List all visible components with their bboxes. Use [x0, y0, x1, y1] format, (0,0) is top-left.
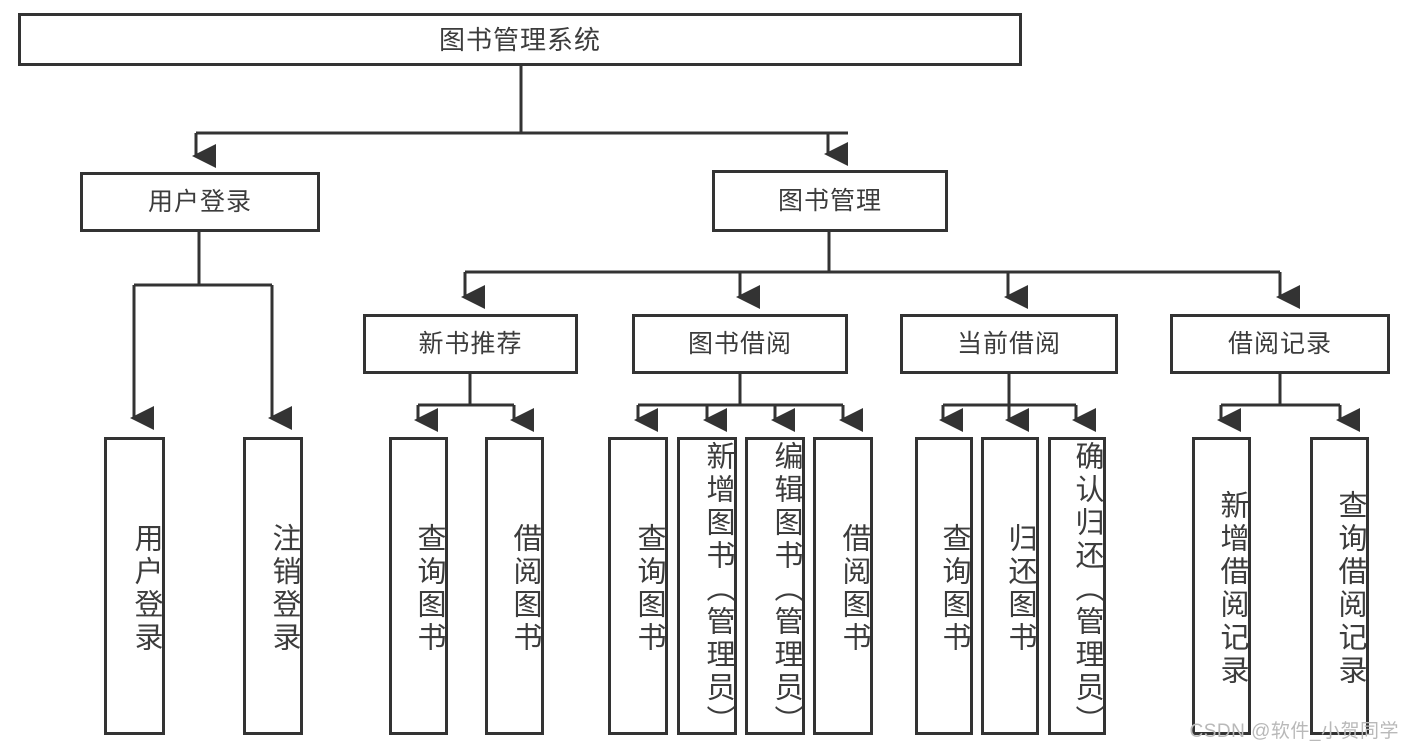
node-label: 当前借阅 — [956, 329, 1061, 358]
leaf-new-book-borrow-book[interactable]: 借阅图书 — [485, 437, 544, 735]
node-label: 新增图书（管理员） — [702, 440, 734, 738]
leaf-borrow-record-query-record[interactable]: 查询借阅记录 — [1310, 437, 1369, 735]
node-label: 查询借阅记录 — [1334, 490, 1366, 688]
leaf-current-borrow-confirm-return-admin[interactable]: 确认归还（管理员） — [1048, 437, 1106, 738]
leaf-book-borrow-query-book[interactable]: 查询图书 — [608, 437, 668, 735]
node-label: 图书借阅 — [687, 329, 792, 358]
node-label: 新增借阅记录 — [1216, 490, 1248, 688]
node-user-login[interactable]: 用户登录 — [80, 172, 320, 232]
node-label: 确认归还（管理员） — [1071, 440, 1103, 738]
node-label: 查询图书 — [938, 523, 970, 655]
leaf-book-borrow-edit-book-admin[interactable]: 编辑图书（管理员） — [745, 437, 805, 738]
node-new-book-recommend[interactable]: 新书推荐 — [363, 314, 578, 374]
node-label: 图书管理 — [777, 186, 882, 215]
leaf-borrow-record-add-record[interactable]: 新增借阅记录 — [1192, 437, 1251, 735]
node-label: 注销登录 — [268, 523, 300, 655]
leaf-user-login-logout[interactable]: 注销登录 — [243, 437, 303, 735]
node-book-borrow[interactable]: 图书借阅 — [632, 314, 848, 374]
node-label: 查询图书 — [413, 523, 445, 655]
node-label: 借阅图书 — [509, 523, 541, 655]
watermark: CSDN @软件_小贺同学 — [1189, 721, 1399, 742]
node-book-management[interactable]: 图书管理 — [712, 170, 948, 232]
leaf-new-book-query-book[interactable]: 查询图书 — [389, 437, 448, 735]
leaf-current-borrow-return-book[interactable]: 归还图书 — [981, 437, 1039, 735]
node-label: 用户登录 — [130, 523, 162, 655]
node-label: 新书推荐 — [418, 329, 523, 358]
node-label: 借阅图书 — [838, 523, 870, 655]
node-borrow-record[interactable]: 借阅记录 — [1170, 314, 1390, 374]
node-label: 图书管理系统 — [438, 24, 601, 55]
node-label: 归还图书 — [1004, 523, 1036, 655]
leaf-user-login-login[interactable]: 用户登录 — [104, 437, 165, 735]
leaf-current-borrow-query-book[interactable]: 查询图书 — [915, 437, 973, 735]
node-label: 借阅记录 — [1227, 329, 1332, 358]
node-current-borrow[interactable]: 当前借阅 — [900, 314, 1118, 374]
node-label: 编辑图书（管理员） — [770, 440, 802, 738]
node-label: 查询图书 — [633, 523, 665, 655]
leaf-book-borrow-add-book-admin[interactable]: 新增图书（管理员） — [677, 437, 737, 738]
leaf-book-borrow-borrow-book[interactable]: 借阅图书 — [813, 437, 873, 735]
node-root-library-system[interactable]: 图书管理系统 — [18, 13, 1022, 66]
node-label: 用户登录 — [147, 187, 252, 216]
